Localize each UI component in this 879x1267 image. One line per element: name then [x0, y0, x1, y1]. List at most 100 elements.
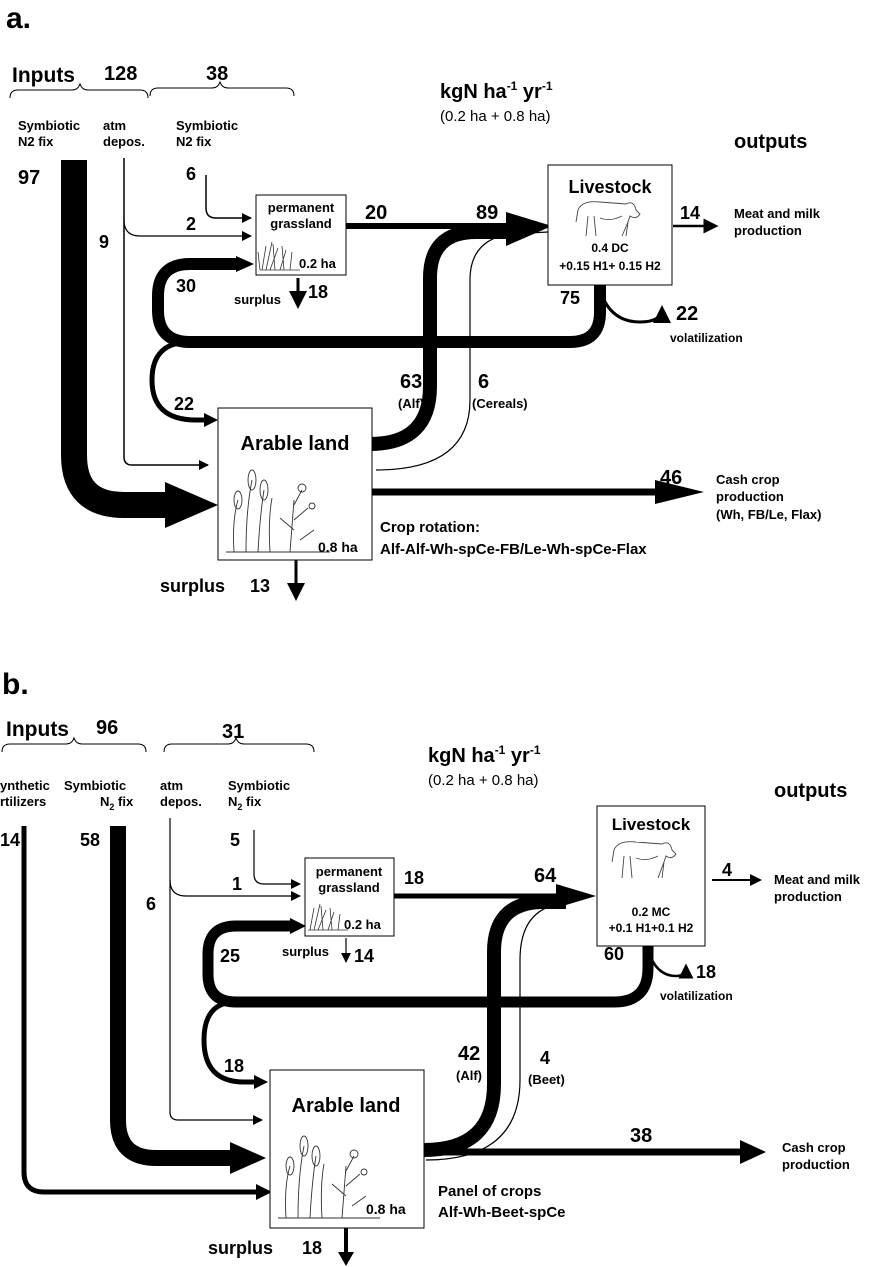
panel-b-cow-icon	[611, 841, 677, 879]
panel-b-cash-label-2: production	[782, 1157, 850, 1172]
panel-b-beet-label: (Beet)	[528, 1072, 565, 1087]
panel-b-flow-symbiotic-arable	[110, 826, 232, 1166]
panel-b-value-to-livestock: 64	[534, 865, 557, 887]
panel-b-crops-icon	[278, 1135, 380, 1219]
panel-b-letter: b.	[2, 668, 29, 701]
panel-a-inputs-label: Inputs	[12, 64, 75, 87]
panel-a-flow-manure-grassland	[152, 258, 606, 348]
panel-a-arable-area: 0.8 ha	[318, 539, 358, 555]
panel-b-src-symbiotic-1-fix: N2 fix	[100, 794, 134, 812]
panel-a-value-grass-surplus: 18	[308, 282, 328, 302]
panel-a-inputs-total: 128	[104, 63, 137, 85]
panel-b-grassland-title-2: grassland	[318, 880, 379, 895]
panel-a-grassland-title-2: grassland	[270, 216, 331, 231]
panel-a-flow-cash-crop-head	[655, 480, 704, 504]
panel-a-inputs-sub-total: 38	[206, 63, 228, 85]
panel-b-livestock-title: Livestock	[612, 815, 691, 834]
panel-b-flow-volatilization	[646, 949, 694, 979]
panel-b-src-atm-depos: depos.	[160, 794, 202, 809]
panel-a-flow-manure-arable	[149, 339, 206, 423]
panel-b-flow-manure-grassland-head	[290, 918, 306, 934]
panel-a-flow-alfalfa-livestock	[369, 225, 520, 451]
panel-a-arable-box	[217, 407, 373, 561]
panel-a-flow-atm-grassland	[123, 219, 252, 241]
panel-a: a. Inputs 128 38 kgN ha-1 yr-1 (0.2 ha +…	[6, 2, 821, 601]
panel-b-inputs-total: 96	[96, 717, 118, 739]
panel-a-value-symbiotic-grass: 6	[186, 164, 196, 184]
panel-a-flow-cereals-livestock	[375, 231, 549, 471]
panel-a-cereals-label: (Cereals)	[472, 396, 528, 411]
panel-b-livestock-box	[596, 805, 706, 947]
panel-a-flow-volatilization	[598, 289, 671, 324]
panel-a-src-symbiotic-2: Symbiotic	[176, 118, 238, 133]
panel-b-flow-atm-grassland	[169, 879, 301, 901]
panel-a-value-symbiotic: 97	[18, 167, 40, 189]
panel-a-value-atm-grass: 2	[186, 214, 196, 234]
panel-a-value-alfalfa: 63	[400, 371, 422, 393]
panel-a-livestock-title: Livestock	[568, 177, 652, 197]
panel-b-livestock-herd: 0.2 MC	[632, 905, 671, 919]
panel-b-unit-note: (0.2 ha + 0.8 ha)	[428, 772, 539, 789]
panel-b-grassland-area: 0.2 ha	[344, 917, 382, 932]
panel-b-src-synthetic: ynthetic	[0, 778, 50, 793]
panel-b-sub-brace	[163, 736, 315, 753]
panel-a-value-grass-livestock: 20	[365, 202, 387, 224]
panel-b-value-volatilization: 18	[696, 962, 716, 982]
panel-a-crops-icon	[226, 469, 330, 553]
panel-b-grass-surplus-label: surplus	[282, 944, 329, 959]
panel-b-value-fertilizer: 14	[0, 830, 20, 850]
panel-b-value-arable-surplus: 18	[302, 1238, 322, 1258]
panel-b-value-grass-surplus: 14	[354, 946, 374, 966]
panel-a-grassland-title: permanent	[268, 200, 335, 215]
panel-a-flow-symbiotic-grassland	[205, 175, 252, 223]
panel-b-flow-symbiotic-arable-head	[230, 1142, 266, 1174]
panel-b-livestock-herd-2: +0.1 H1+0.1 H2	[609, 921, 694, 935]
panel-b-src-symbiotic-1: Symbiotic	[64, 778, 126, 793]
panel-b-value-atm-arable: 6	[146, 894, 156, 914]
panel-b-value-atm-grass: 1	[232, 874, 242, 894]
panel-a-value-volatilization: 22	[676, 303, 698, 325]
panel-b-src-symbiotic-2-fix: N2 fix	[228, 794, 262, 812]
panel-a-livestock-box	[547, 164, 673, 286]
panel-a-rotation-sequence: Alf-Alf-Wh-spCe-FB/Le-Wh-spCe-Flax	[380, 541, 647, 558]
panel-b-flow-alfalfa-livestock	[423, 895, 566, 1157]
panel-a-inputs-brace	[9, 82, 149, 99]
panel-a-src-atm-depos: depos.	[103, 134, 145, 149]
panel-b-alfalfa-label: (Alf)	[456, 1068, 482, 1083]
panel-b-meat-label-2: production	[774, 889, 842, 904]
panel-a-value-manure-grass: 30	[176, 276, 196, 296]
panel-b-crops-sequence: Alf-Wh-Beet-spCe	[438, 1204, 566, 1221]
panel-a-value-manure: 75	[560, 288, 580, 308]
panel-a-meat-label-2: production	[734, 223, 802, 238]
panel-a-sub-brace	[149, 80, 295, 97]
panel-b-value-manure: 60	[604, 944, 624, 964]
panel-a-src-symbiotic-2-fix: N2 fix	[176, 134, 212, 149]
panel-a-value-arable-surplus: 13	[250, 576, 270, 596]
panel-a-grassland-area: 0.2 ha	[299, 256, 337, 271]
panel-b-inputs-label: Inputs	[6, 718, 69, 741]
panel-b-src-atm: atm	[160, 778, 183, 793]
panel-a-flow-manure-grassland-head	[236, 256, 254, 272]
panel-b-volatilization-label: volatilization	[660, 989, 733, 1003]
panel-b-inputs-sub-total: 31	[222, 721, 244, 743]
panel-a-cow-icon	[575, 201, 641, 237]
panel-b-value-meat: 4	[722, 860, 732, 880]
panel-a-src-symbiotic-1: Symbiotic	[18, 118, 80, 133]
panel-b-flow-symbiotic-grassland	[253, 830, 301, 889]
panel-a-value-manure-arable: 22	[174, 394, 194, 414]
panel-a-src-symbiotic-1-fix: N2 fix	[18, 134, 54, 149]
panel-a-value-meat: 14	[680, 203, 700, 223]
panel-a-value-atm-arable: 9	[99, 232, 109, 252]
panel-a-flow-symbiotic-arrowhead	[165, 482, 218, 528]
panel-b-value-manure-arable: 18	[224, 1056, 244, 1076]
panel-b-grassland-title: permanent	[316, 864, 383, 879]
panel-b-flow-fertilizer-arable-head	[256, 1184, 272, 1200]
panel-a-value-cash-crop: 46	[660, 467, 682, 489]
panel-a-value-to-livestock: 89	[476, 202, 498, 224]
panel-b-crops-label: Panel of crops	[438, 1183, 541, 1200]
panel-a-alfalfa-label: (Alf)	[398, 396, 424, 411]
panel-b-arable-box	[269, 1069, 425, 1229]
panel-b-value-grass-livestock: 18	[404, 868, 424, 888]
panel-a-arable-title: Arable land	[241, 433, 350, 455]
